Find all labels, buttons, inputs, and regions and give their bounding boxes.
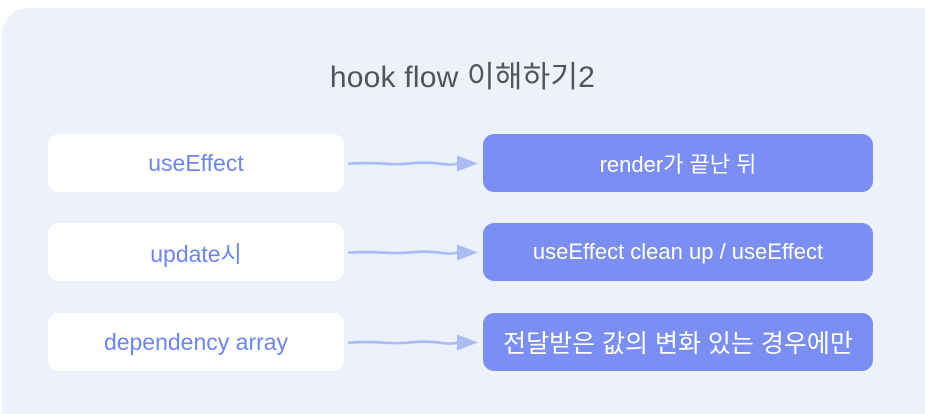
result-box-dependency-array: 전달받은 값의 변화 있는 경우에만 [483,313,873,371]
flow-row-useeffect: useEffect render가 끝난 뒤 [0,134,925,192]
result-box-update: useEffect clean up / useEffect [483,223,873,281]
flow-row-dependency-array: dependency array 전달받은 값의 변화 있는 경우에만 [0,313,925,371]
arrow-right-icon [347,334,478,351]
arrow-right-icon [347,244,478,261]
label-box-dependency-array: dependency array [48,313,344,371]
label-box-useeffect: useEffect [48,134,344,192]
label-box-update: update시 [48,223,344,281]
arrow-right-icon [347,155,478,172]
result-box-useeffect: render가 끝난 뒤 [483,134,873,192]
diagram-title: hook flow 이해하기2 [329,61,596,94]
flow-row-update: update시 useEffect clean up / useEffect [0,223,925,281]
